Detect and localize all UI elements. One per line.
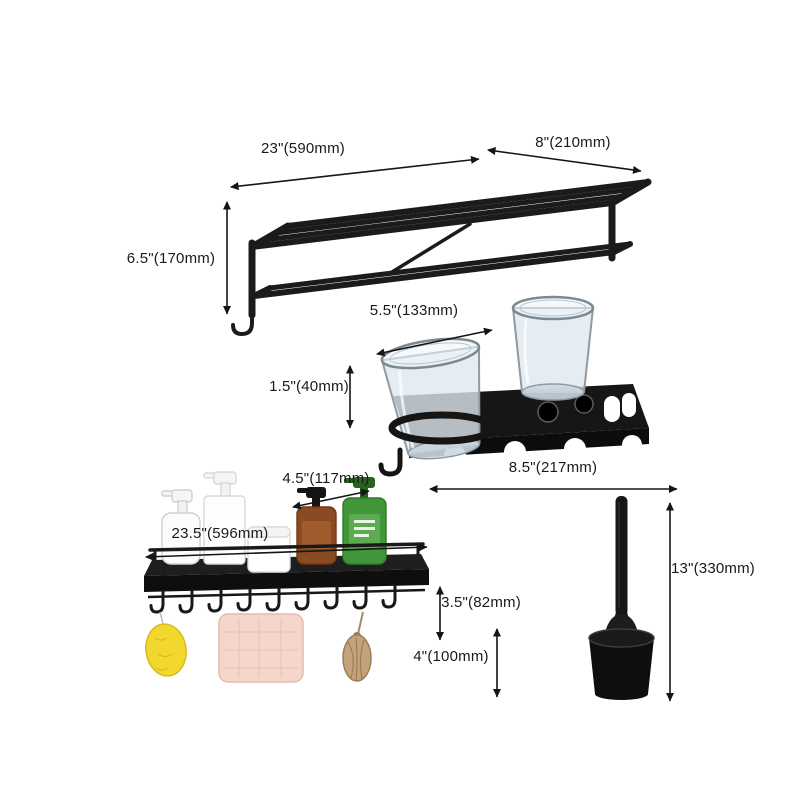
razor-slot (622, 393, 636, 417)
hand-towel (218, 613, 304, 683)
toilet-brush-holder-height-label: 4"(100mm) (413, 648, 489, 665)
loofah (342, 611, 372, 682)
cup-holder-base-width-label: 8.5"(217mm) (508, 459, 598, 476)
shelf-hook-height-label: 3.5"(82mm) (441, 594, 521, 611)
cup-holder-illustration (378, 295, 649, 477)
towel-rack-illustration (231, 178, 652, 337)
sponge (145, 611, 187, 677)
towel-rack-depth-label: 8"(210mm) (535, 134, 611, 151)
cup-holder-rim-width-label: 5.5"(133mm) (369, 302, 459, 319)
hook-rail (147, 588, 426, 599)
towel-rack-hook (231, 311, 254, 337)
shelf-illustration (144, 471, 429, 683)
dim-line-shelf-width (145, 543, 428, 561)
dim-line-towel-depth (487, 147, 642, 174)
dim-line-cup-rim-width (376, 327, 493, 357)
razor-slot (604, 396, 620, 422)
cup-ring (388, 411, 496, 445)
brush-hole (537, 401, 559, 423)
pump-bottle-green (342, 477, 387, 565)
toilet-brush-height-label: 13"(330mm) (670, 560, 756, 577)
dim-line-towel-width (230, 155, 480, 191)
dimension-lines (145, 147, 678, 702)
brush-hole (574, 394, 594, 414)
glass-cup-left (380, 337, 481, 460)
cup-holder-hook (378, 447, 403, 477)
shelf-width-label: 23.5"(596mm) (171, 525, 269, 542)
cup-holder-base-height-label: 1.5"(40mm) (269, 378, 349, 395)
brush-holder-cup (589, 638, 654, 694)
glass-cup-right (511, 295, 595, 401)
hook-row (149, 584, 397, 614)
toilet-brush-illustration (588, 496, 655, 700)
dim-line-shelf-depth (292, 488, 370, 510)
towel-rack-height-label: 6.5"(170mm) (126, 250, 216, 267)
brush-handle (615, 496, 628, 616)
towel-rack-width-label: 23"(590mm) (260, 140, 346, 157)
shelf-depth-label: 4.5"(117mm) (282, 470, 370, 487)
